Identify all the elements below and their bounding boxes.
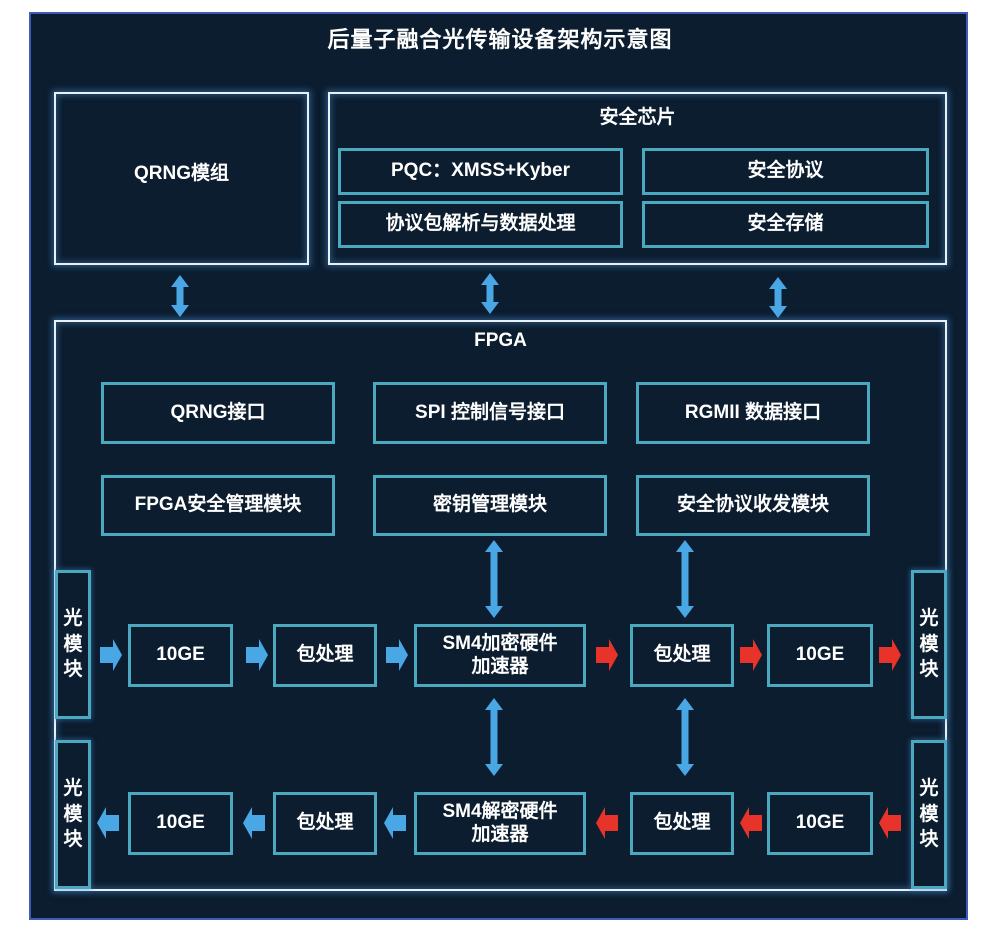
dec-packet-proc-out-box: 包处理 bbox=[273, 792, 377, 855]
optical-char: 光 bbox=[919, 608, 939, 630]
bidirectional-arrow-icon bbox=[769, 277, 787, 318]
security-protocol-box: 安全协议 bbox=[642, 148, 929, 195]
protocol-transceiver-box: 安全协议收发模块 bbox=[636, 475, 870, 536]
sm4-decrypt-line1: SM4解密硬件 bbox=[442, 800, 558, 822]
fpga-label: FPGA bbox=[474, 330, 527, 351]
flow-arrow-left-icon bbox=[384, 807, 406, 839]
sm4-decrypt-line2: 加速器 bbox=[471, 823, 529, 845]
sm4-encrypt-line2: 加速器 bbox=[471, 655, 529, 677]
enc-packet-proc-out-box: 包处理 bbox=[630, 624, 734, 687]
secure-storage-box: 安全存储 bbox=[642, 201, 929, 248]
bidirectional-arrow-icon bbox=[481, 273, 499, 314]
optical-module-left-top: 光 模 块 bbox=[55, 570, 91, 719]
flow-arrow-left-icon bbox=[243, 807, 265, 839]
flow-arrow-right-icon bbox=[596, 639, 618, 671]
flow-arrow-right-icon bbox=[100, 639, 122, 671]
optical-char: 光 bbox=[919, 778, 939, 800]
key-management-box: 密钥管理模块 bbox=[373, 475, 607, 536]
qrng-module-container bbox=[54, 92, 309, 265]
bidirectional-arrow-icon bbox=[676, 540, 694, 618]
flow-arrow-left-icon bbox=[879, 807, 901, 839]
enc-10ge-out-box: 10GE bbox=[767, 624, 873, 687]
qrng-interface-box: QRNG接口 bbox=[101, 382, 335, 444]
optical-module-right-bottom: 光 模 块 bbox=[911, 740, 947, 889]
dec-10ge-out-box: 10GE bbox=[128, 792, 233, 855]
optical-char: 块 bbox=[919, 829, 939, 851]
enc-10ge-in-box: 10GE bbox=[128, 624, 233, 687]
flow-arrow-right-icon bbox=[879, 639, 901, 671]
flow-arrow-left-icon bbox=[740, 807, 762, 839]
dec-packet-proc-in-box: 包处理 bbox=[630, 792, 734, 855]
optical-char: 块 bbox=[63, 829, 83, 851]
optical-char: 光 bbox=[63, 608, 83, 630]
sm4-encrypt-box: SM4加密硬件 加速器 bbox=[414, 624, 586, 687]
optical-char: 模 bbox=[919, 803, 939, 825]
optical-char: 光 bbox=[63, 778, 83, 800]
fpga-security-mgmt-box: FPGA安全管理模块 bbox=[101, 475, 335, 536]
optical-module-left-bottom: 光 模 块 bbox=[55, 740, 91, 889]
bidirectional-arrow-icon bbox=[485, 698, 503, 776]
security-chip-label: 安全芯片 bbox=[599, 107, 676, 128]
optical-char: 模 bbox=[63, 803, 83, 825]
flow-arrow-left-icon bbox=[596, 807, 618, 839]
spi-interface-box: SPI 控制信号接口 bbox=[373, 382, 607, 444]
optical-char: 模 bbox=[919, 633, 939, 655]
sm4-decrypt-box: SM4解密硬件 加速器 bbox=[414, 792, 586, 855]
optical-module-right-top: 光 模 块 bbox=[911, 570, 947, 719]
optical-char: 模 bbox=[63, 633, 83, 655]
bidirectional-arrow-icon bbox=[485, 540, 503, 618]
pqc-box: PQC：XMSS+Kyber bbox=[338, 148, 623, 195]
optical-char: 块 bbox=[919, 659, 939, 681]
flow-arrow-right-icon bbox=[740, 639, 762, 671]
rgmii-interface-box: RGMII 数据接口 bbox=[636, 382, 870, 444]
qrng-module-label: QRNG模组 bbox=[133, 163, 229, 184]
diagram-title: 后量子融合光传输设备架构示意图 bbox=[327, 27, 673, 52]
packet-parsing-box: 协议包解析与数据处理 bbox=[338, 201, 623, 248]
dec-10ge-in-box: 10GE bbox=[767, 792, 873, 855]
sm4-encrypt-line1: SM4加密硬件 bbox=[442, 632, 558, 654]
bidirectional-arrow-icon bbox=[171, 275, 189, 317]
flow-arrow-left-icon bbox=[97, 807, 119, 839]
flow-arrow-right-icon bbox=[246, 639, 268, 671]
flow-arrow-right-icon bbox=[386, 639, 408, 671]
bidirectional-arrow-icon bbox=[676, 698, 694, 776]
enc-packet-proc-in-box: 包处理 bbox=[273, 624, 377, 687]
optical-char: 块 bbox=[63, 659, 83, 681]
